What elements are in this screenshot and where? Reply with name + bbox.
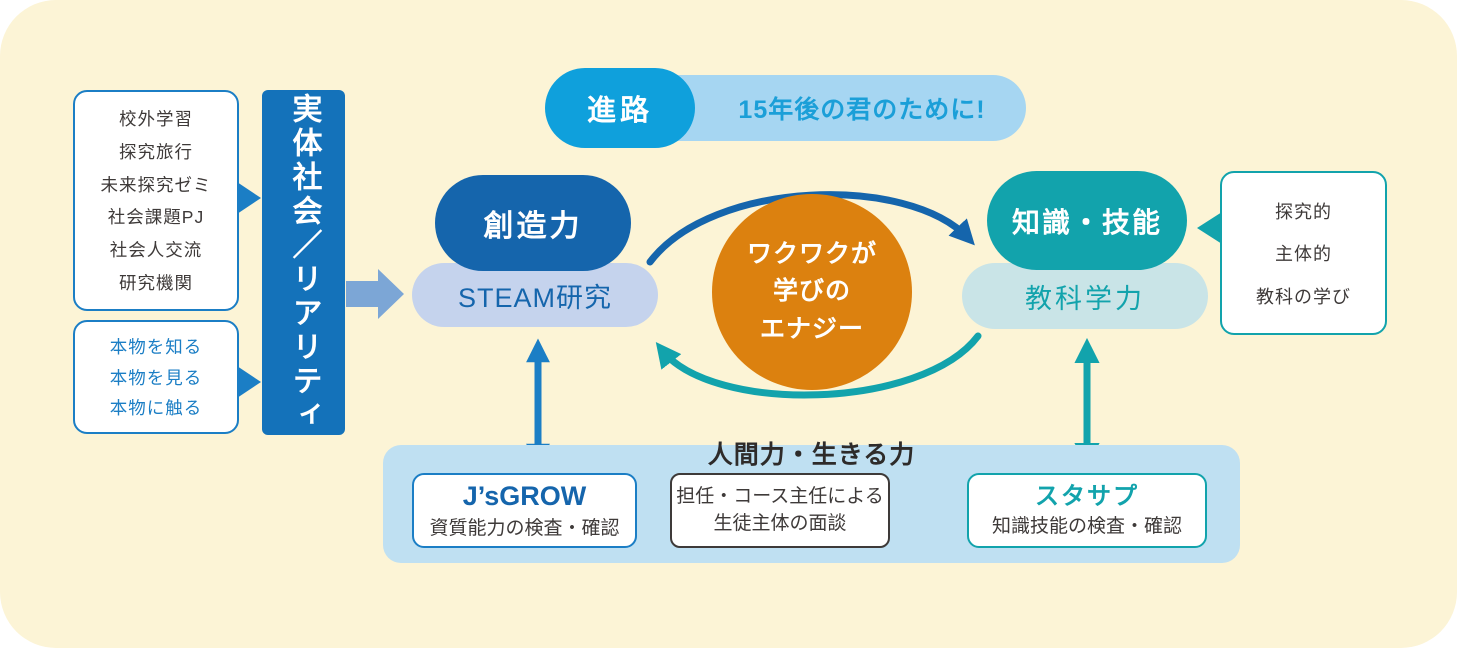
authentic-item: 本物に触る <box>109 398 203 419</box>
learning-style-box: 探究的 主体的 教科の学び <box>1197 171 1387 335</box>
activity-item: 未来探究ゼミ <box>100 174 212 195</box>
knowledge-label: 知識・技能 <box>1011 206 1162 238</box>
sutasapu-title: スタサプ <box>1035 482 1139 510</box>
human-skills-panel: 人間力・生きる力 J’sGROW 資質能力の検査・確認 担任・コース主任による … <box>383 441 1240 563</box>
activity-item: 校外学習 <box>119 108 193 129</box>
interview-box: 担任・コース主任による 生徒主体の面談 <box>670 473 890 548</box>
learning-style-item: 主体的 <box>1275 244 1332 264</box>
learning-style-item: 探究的 <box>1275 201 1332 222</box>
authentic-box: 本物を知る 本物を見る 本物に触る <box>73 320 261 434</box>
activity-item: 研究機関 <box>119 273 193 294</box>
authentic-item: 本物を知る <box>109 336 203 357</box>
activity-item: 探究旅行 <box>119 141 193 162</box>
jsgrow-box: J’sGROW 資質能力の検査・確認 <box>412 473 637 548</box>
interview-line: 担任・コース主任による <box>676 485 884 507</box>
energy-line: ワクワクが <box>746 239 877 268</box>
real-society-label: 実体社会／リアリティ <box>287 92 321 433</box>
creativity-blob: 創造力 <box>435 175 631 271</box>
activities-box: 校外学習 探究旅行 未来探究ゼミ 社会課題PJ 社会人交流 研究機関 <box>73 90 261 311</box>
pointer-left-icon <box>1197 212 1222 244</box>
activity-item: 社会人交流 <box>109 240 203 261</box>
steam-pill: STEAM研究 <box>412 263 658 327</box>
creativity-label: 創造力 <box>483 210 583 243</box>
interview-line: 生徒主体の面談 <box>713 512 847 534</box>
subject-ability-label: 教科学力 <box>1025 283 1145 314</box>
knowledge-blob: 知識・技能 <box>987 171 1187 270</box>
career-badge: 進路 <box>545 68 695 148</box>
pointer-right-icon <box>237 366 261 398</box>
sutasapu-box: スタサプ 知識技能の検査・確認 <box>967 473 1207 548</box>
energy-line: 学びの <box>772 277 851 306</box>
sutasapu-desc: 知識技能の検査・確認 <box>991 516 1182 538</box>
jsgrow-desc: 資質能力の検査・確認 <box>429 517 620 539</box>
energy-circle: ワクワクが 学びの エナジー <box>712 194 912 390</box>
subject-ability-pill: 教科学力 <box>962 263 1208 329</box>
real-society-bar: 実体社会／リアリティ <box>262 90 345 435</box>
society-to-steam-arrow-icon <box>346 269 404 319</box>
activity-item: 社会課題PJ <box>107 207 205 228</box>
energy-line: エナジー <box>759 314 864 343</box>
human-skills-heading: 人間力・生きる力 <box>707 441 916 469</box>
career-message: 15年後の君のために! <box>738 96 986 124</box>
steam-label: STEAM研究 <box>457 282 612 313</box>
learning-style-item: 教科の学び <box>1256 286 1351 307</box>
career-badge-label: 進路 <box>586 95 653 127</box>
jsgrow-title: J’sGROW <box>462 481 587 512</box>
pointer-right-icon <box>237 182 261 214</box>
authentic-item: 本物を見る <box>109 367 203 388</box>
